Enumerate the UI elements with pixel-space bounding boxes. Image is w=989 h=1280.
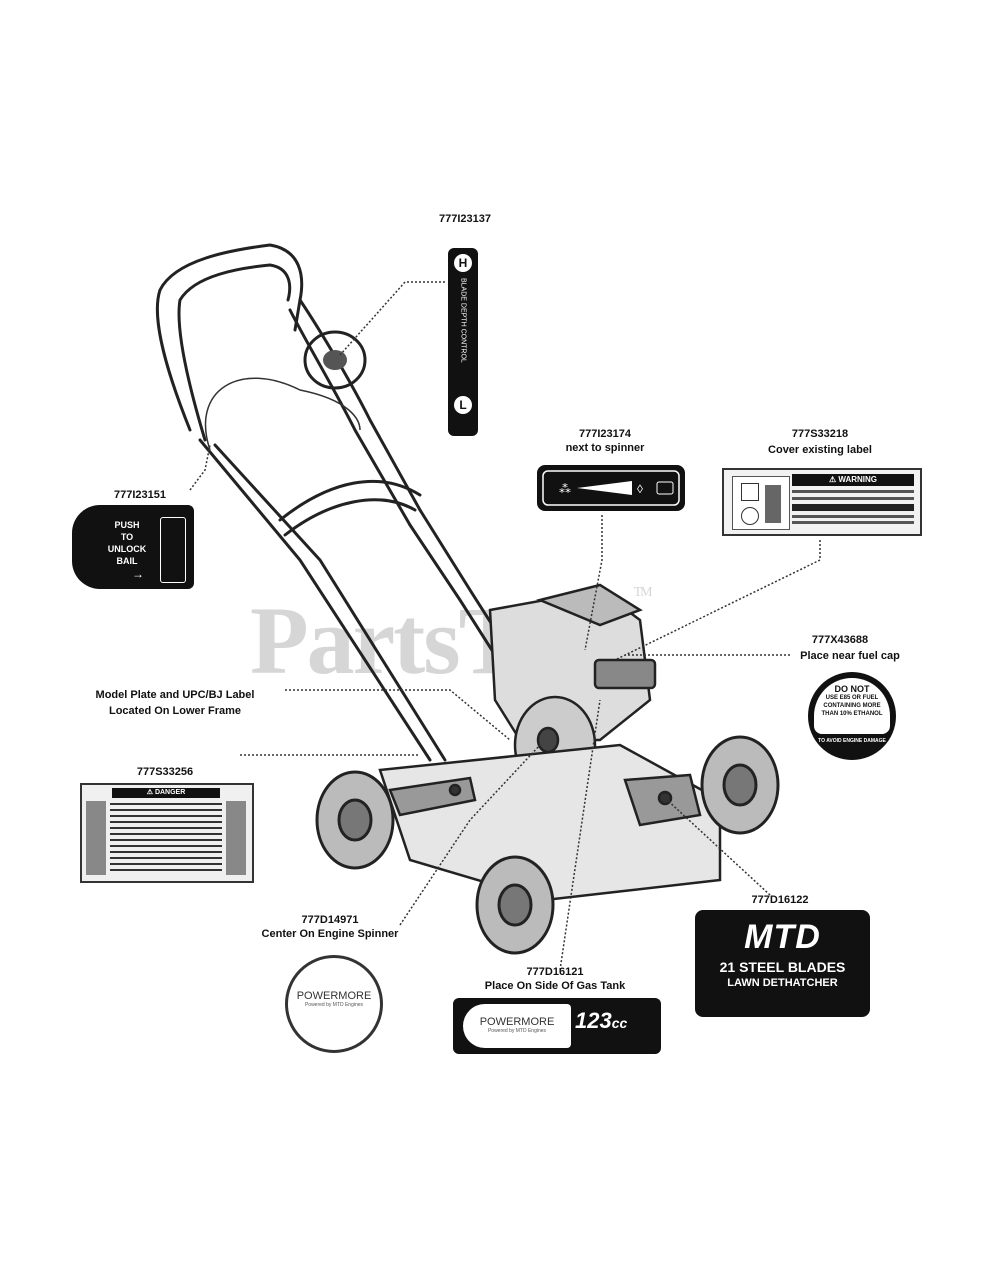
warning-pictogram — [732, 476, 790, 530]
danger-icon-column — [86, 801, 106, 875]
fuel-line-2: USE E85 OR FUEL — [825, 695, 879, 701]
low-depth-marker: L — [454, 396, 472, 414]
part-number-777X43688[interactable]: 777X43688 — [811, 634, 869, 646]
blade-depth-text: BLADE DEPTH CONTROL — [459, 278, 467, 363]
note-777X43688: Place near fuel cap — [800, 650, 900, 662]
high-depth-marker: H — [454, 254, 472, 272]
part-number-777D14971[interactable]: 777D14971 — [301, 914, 359, 926]
warning-title: ⚠ WARNING — [792, 474, 914, 486]
turtle-icon: ◊ — [637, 482, 643, 496]
note-777S33218: Cover existing label — [768, 444, 872, 456]
fuel-do-not: DO NOT — [834, 684, 870, 694]
bail-text-to: TO — [120, 532, 134, 542]
blade-depth-decal: H BLADE DEPTH CONTROL L — [448, 248, 478, 436]
warning-text-line — [792, 490, 914, 493]
warning-text-line — [792, 515, 914, 518]
arrow-right-icon: → — [132, 567, 144, 581]
mtd-dethatcher-decal: MTD 21 STEEL BLADES LAWN DETHATCHER — [695, 910, 870, 1017]
part-number-777S33218[interactable]: 777S33218 — [791, 428, 849, 440]
fuel-line-4: THAN 10% ETHANOL — [821, 711, 883, 717]
part-number-777S33256[interactable]: 777S33256 — [136, 766, 194, 778]
note-777I23174: next to spinner — [565, 442, 645, 454]
danger-icon-column — [226, 801, 246, 875]
tank-powermore-brand: POWERMORE — [479, 1016, 555, 1028]
warning-text-line — [792, 521, 914, 524]
rabbit-icon: ⁂ — [559, 482, 571, 496]
danger-decal: ⚠ DANGER — [80, 783, 254, 883]
danger-text-block — [110, 803, 222, 871]
note-777D16121: Place On Side Of Gas Tank — [484, 980, 626, 992]
powermore-brand: POWERMORE — [296, 990, 372, 1002]
hazard-icon — [741, 507, 759, 525]
powermore-spinner-decal: POWERMORE Powered by MTD Engines — [285, 955, 383, 1053]
unlock-bail-decal: PUSH TO UNLOCK BAIL → — [72, 505, 194, 589]
fuel-line-3: CONTAINING MORE — [823, 703, 881, 709]
bail-text-push: PUSH — [114, 520, 140, 530]
bail-text-unlock: UNLOCK — [107, 544, 147, 554]
warning-text-line — [792, 497, 914, 500]
part-number-777I23137[interactable]: 777I23137 — [439, 213, 491, 225]
warning-decal: ⚠ WARNING — [722, 468, 922, 536]
note-777D14971: Center On Engine Spinner — [261, 928, 399, 940]
engine-cc-value: 123 — [575, 1008, 612, 1033]
speed-wedge-icon — [577, 481, 632, 495]
tank-powermore-tagline: Powered by MTD Engines — [487, 1028, 547, 1034]
mtd-lawn-dethatcher: LAWN DETHATCHER — [727, 977, 838, 989]
part-number-777I23151[interactable]: 777I23151 — [114, 489, 166, 501]
mtd-logo: MTD — [744, 918, 821, 956]
throttle-decal: ⁂ ◊ — [537, 465, 685, 511]
person-icon — [765, 485, 781, 523]
manual-icon — [741, 483, 759, 501]
engine-cc-unit: cc — [611, 1015, 628, 1031]
bail-lever-icon — [160, 517, 186, 583]
powermore-tank-decal: POWERMORE Powered by MTD Engines 123cc — [453, 998, 661, 1054]
part-number-777D16122[interactable]: 777D16122 — [751, 894, 809, 906]
part-number-777D16121[interactable]: 777D16121 — [526, 966, 584, 978]
model-plate-label-line1: Model Plate and UPC/BJ Label — [95, 689, 255, 701]
fuel-ring-text: TO AVOID ENGINE DAMAGE — [818, 738, 886, 744]
stop-icon — [656, 481, 674, 495]
bail-text-bail: BAIL — [116, 556, 138, 566]
mtd-steel-blades: 21 STEEL BLADES — [719, 959, 846, 975]
warning-text-line — [792, 504, 914, 511]
model-plate-label-line2: Located On Lower Frame — [108, 705, 242, 717]
fuel-warning-decal: DO NOT USE E85 OR FUEL CONTAINING MORE T… — [808, 672, 896, 760]
part-number-777I23174[interactable]: 777I23174 — [579, 428, 631, 440]
powermore-tagline: Powered by MTD Engines — [304, 1002, 364, 1008]
danger-title: ⚠ DANGER — [112, 788, 220, 798]
